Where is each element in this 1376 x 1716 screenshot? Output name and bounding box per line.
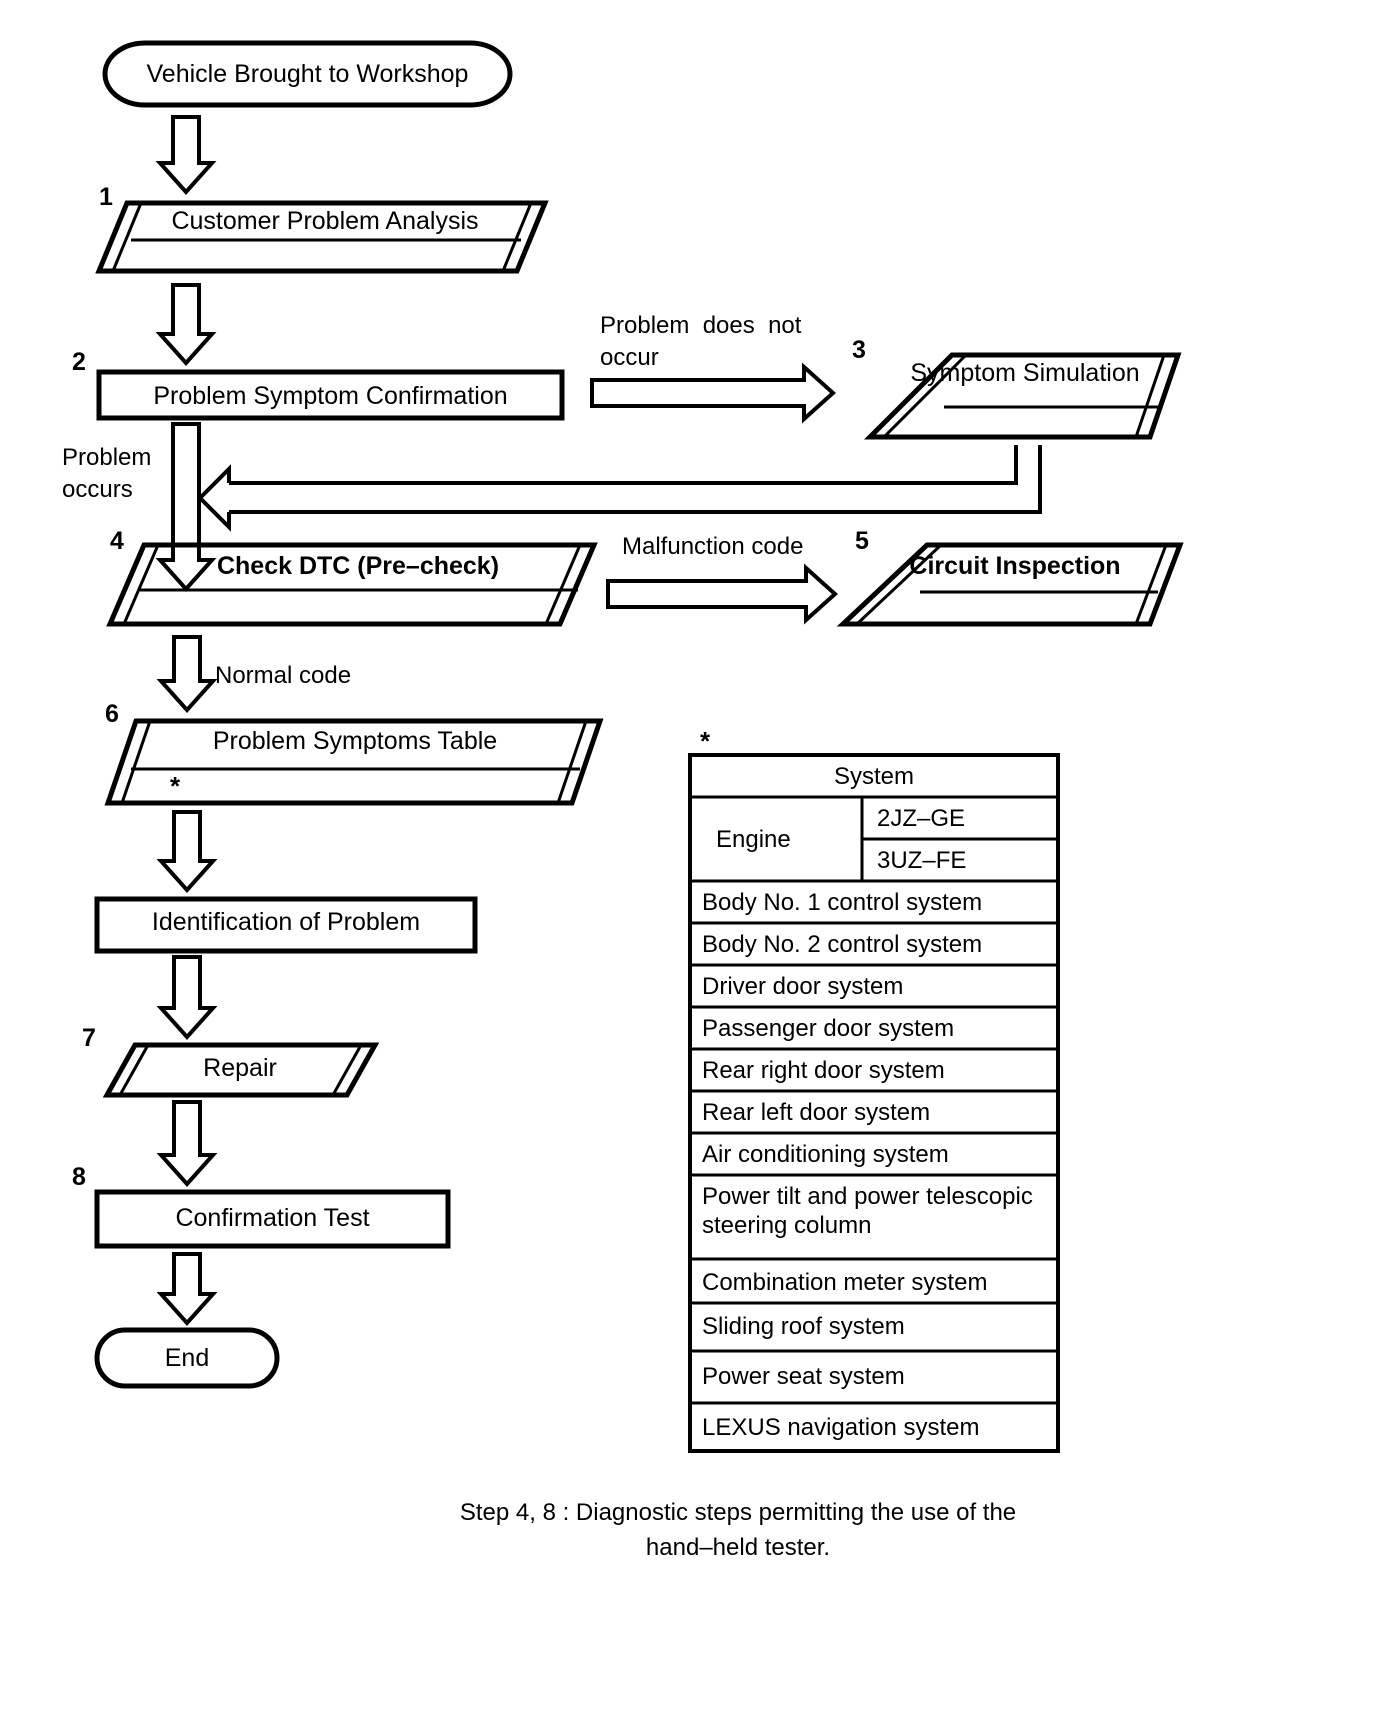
step-5-label: Circuit Inspection [909,552,1121,580]
identification-shape [94,896,478,954]
system-table-row: Power seat system [702,1363,905,1390]
step-3-label: Symptom Simulation [910,359,1140,387]
step-number-2: 2 [72,348,86,376]
arrow-6-to-identification [156,810,218,893]
step7-shape-inner-left [118,1044,150,1096]
arrow-identification-to-7 [156,955,218,1040]
system-table-row: Rear left door system [702,1099,931,1126]
step6-shape-inner-right [556,720,588,804]
step-8-label: Confirmation Test [175,1204,370,1232]
system-table-row: Power tilt and power telescopic steering… [702,1183,1033,1239]
step-6-label: Problem Symptoms Table [212,727,498,755]
step6-shape-inner-left [120,720,152,804]
step5-shape-inner-right [1134,544,1168,625]
system-table-header: System [833,763,914,790]
step4-shape-outer [106,542,598,627]
edge-label-problem-does-not-occur: Problem does not occur [600,312,802,372]
arrow-4-to-5 [606,563,838,625]
step-6-footnote-marker: * [170,771,181,801]
system-table-row: Driver door system [702,973,904,1000]
step-2-label: Problem Symptom Confirmation [153,382,508,410]
arrow-4-to-6 [156,635,218,713]
identification-label: Identification of Problem [151,908,421,936]
arrow-2-to-3 [590,362,836,424]
arrow-start-to-1 [155,115,217,195]
system-table-row: Body No. 2 control system [702,931,983,958]
step5-shape-inner-left [855,543,943,626]
end-node-shape [94,1327,280,1389]
system-table-row: Body No. 1 control system [702,889,983,916]
system-table-row: Air conditioning system [702,1141,949,1168]
return-loop-path [229,445,1042,514]
step-7-label: Repair [203,1054,277,1082]
system-table-row-engine: Engine [716,826,791,853]
return-loop-arrowhead [197,464,231,532]
step-number-8: 8 [72,1163,86,1191]
step1-shape-inner-left [111,202,143,272]
step7-shape-inner-right [331,1044,363,1096]
system-table-row: LEXUS navigation system [702,1414,980,1441]
step-number-5: 5 [855,527,869,555]
step2-shape [96,369,565,421]
system-table-row: Rear right door system [702,1057,945,1084]
system-table-outer [688,753,1060,1453]
footnote-line-1: Step 4, 8 : Diagnostic steps permitting … [459,1499,1017,1526]
return-loop-arrow [222,447,1016,531]
system-table-marker: * [700,726,711,756]
system-table-row: Passenger door system [702,1015,955,1042]
system-table-row-engine-sub-2: 3UZ–FE [877,847,967,874]
arrow-8-to-end [156,1252,218,1326]
step4-shape-inner-left [122,544,160,625]
step5-shape-outer [836,542,1184,627]
system-table-row: Combination meter system [702,1269,988,1296]
step-number-1: 1 [99,183,113,211]
step6-shape-outer [104,718,604,806]
step-number-7: 7 [82,1024,96,1052]
step8-shape [94,1189,451,1249]
system-table-row-engine-sub-1: 2JZ–GE [877,805,966,832]
step-number-6: 6 [105,700,119,728]
end-node-label: End [164,1344,210,1372]
edge-label-malfunction-code: Malfunction code [622,533,804,560]
start-node-label: Vehicle Brought to Workshop [146,60,469,88]
step-number-4: 4 [110,527,124,555]
step3-shape-outer [863,352,1182,440]
arrow-2-to-4 [155,422,217,592]
edge-label-problem-occurs: Problem occurs [62,444,152,504]
footnote-line-2: hand–held tester. [645,1534,831,1561]
arrow-1-to-2 [155,283,217,366]
step-4-label: Check DTC (Pre–check) [216,552,500,580]
arrow-7-to-8 [156,1100,218,1187]
step3-shape-inner-right [1134,354,1166,438]
step-number-3: 3 [852,336,866,364]
step-1-label: Customer Problem Analysis [171,207,479,235]
step3-shape-inner-left [882,353,968,439]
step1-shape-outer [95,200,549,274]
edge-label-normal-code: Normal code [215,662,352,689]
system-table-row: Sliding roof system [702,1313,905,1340]
start-node-shape [102,40,513,108]
step1-shape-inner-right [501,202,533,272]
step4-shape-inner-right [544,544,582,625]
step7-shape-outer [102,1042,380,1098]
